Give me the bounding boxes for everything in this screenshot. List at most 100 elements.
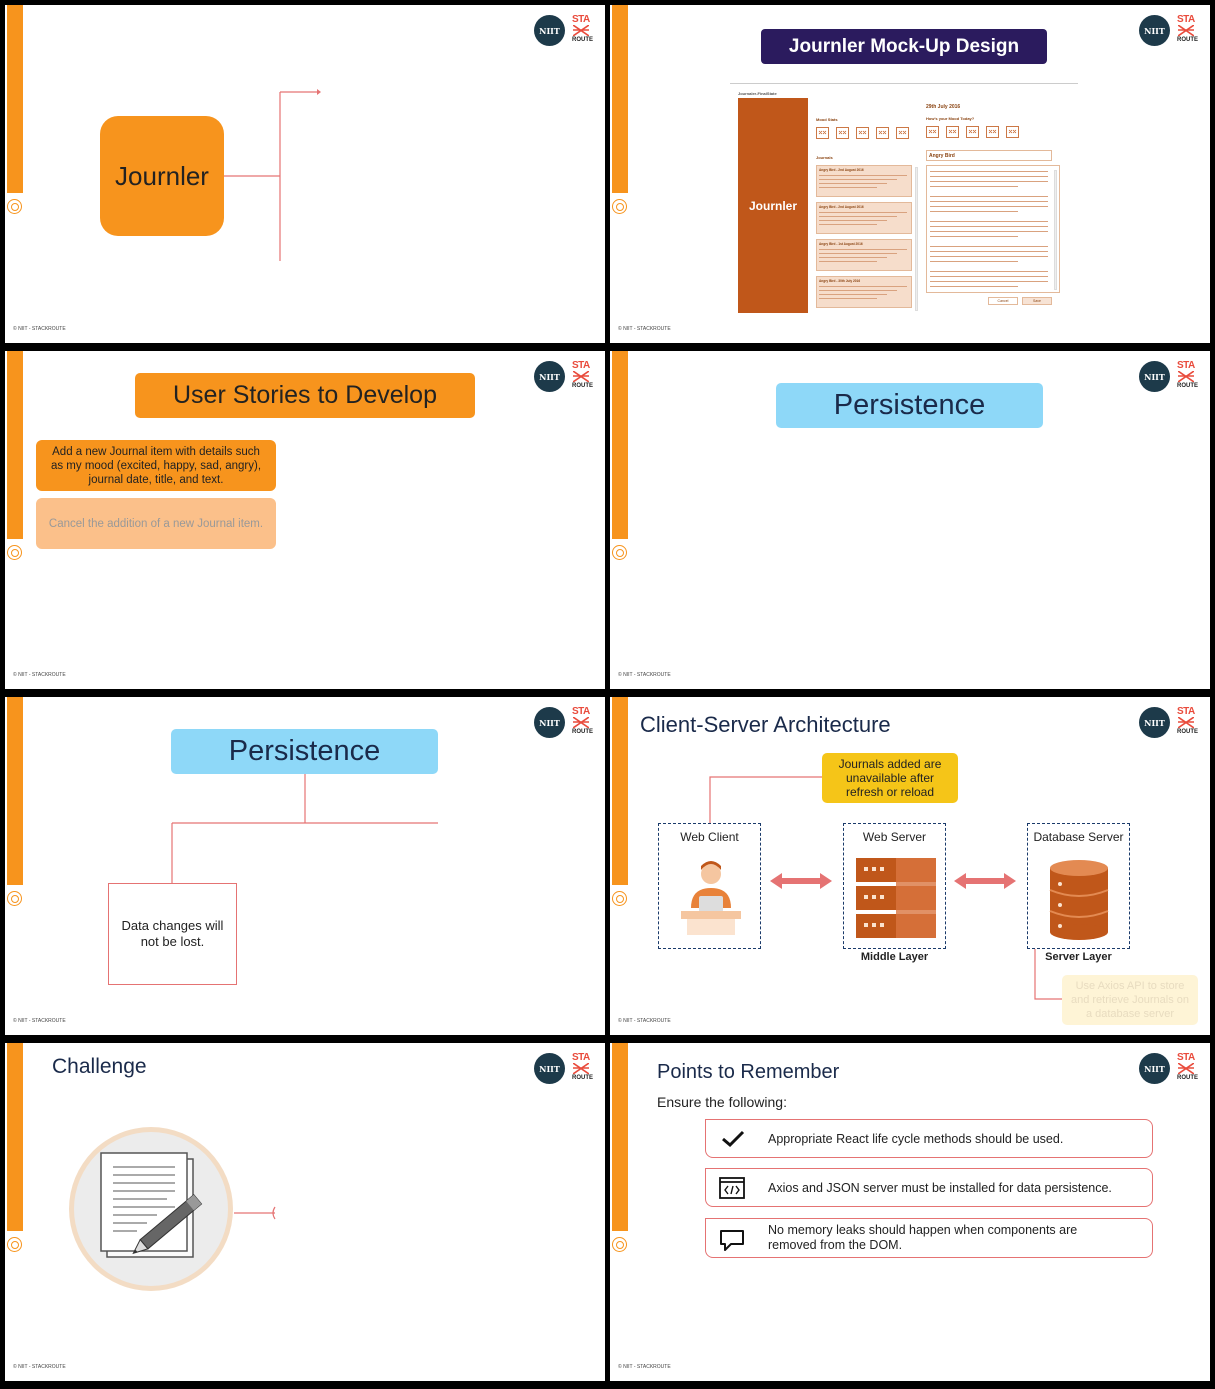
stackroute-logo: STA ROUTE (572, 360, 594, 394)
slide-challenge[interactable]: Challenge NIIT STA (5, 1043, 605, 1381)
logo: NIIT STA ROUTE (1139, 1052, 1201, 1086)
server-layer-label: Server Layer (1045, 951, 1112, 963)
slide-architecture[interactable]: Client-Server Architecture Journals adde… (610, 697, 1210, 1035)
connector-lines (224, 89, 321, 261)
logo: NIIT STA ROUTE (534, 14, 596, 48)
code-window-icon (719, 1177, 745, 1199)
connector-lines (171, 773, 438, 883)
text-line (930, 176, 1048, 177)
stackroute-logo: STA ROUTE (1177, 14, 1199, 48)
footer: © NIIT - STACKROUTE (13, 672, 66, 678)
text-line (930, 276, 1048, 277)
logo: NIIT STA ROUTE (1139, 360, 1201, 394)
divider (730, 83, 1078, 84)
journal-entry[interactable]: Angry Bird - 30th July 2016 (816, 276, 912, 308)
text-line (930, 226, 1048, 227)
ring-icon (7, 1237, 22, 1252)
save-button[interactable]: Save (1022, 297, 1052, 305)
connector-lines (709, 776, 1062, 1000)
slide-title: User Stories to Develop (135, 373, 475, 418)
text-line (819, 175, 907, 176)
slide-title: Persistence (776, 383, 1043, 428)
mood-icon[interactable] (966, 125, 979, 138)
accent-bar (7, 697, 23, 885)
mood-stats-icons (816, 126, 916, 140)
logo-route: ROUTE (1177, 729, 1198, 735)
text-line (930, 186, 1018, 187)
text-line (819, 298, 877, 299)
text-line (930, 221, 1048, 222)
text-line (930, 251, 1048, 252)
mood-icon[interactable] (986, 125, 999, 138)
journal-entry-title: Angry Bird - 2nd August 2016 (819, 168, 864, 172)
story-card-1[interactable]: Add a new Journal item with details such… (36, 440, 276, 491)
stackroute-logo: STA ROUTE (1177, 360, 1199, 394)
text-line (930, 206, 1048, 207)
slide-journler[interactable]: Journler NIIT STA ROUTE © NIIT - STACKRO… (5, 5, 605, 343)
document-pencil-icon (69, 1127, 233, 1291)
cancel-button[interactable]: Cancel (988, 297, 1018, 305)
niit-logo: NIIT (534, 707, 565, 738)
text-line (819, 286, 907, 287)
logo-route: ROUTE (572, 383, 593, 389)
logo-sta: STA (1177, 14, 1195, 25)
story-card-2[interactable]: Cancel the addition of a new Journal ite… (36, 498, 276, 549)
entry-title-field[interactable]: Angry Bird (926, 150, 1052, 161)
database-icon (1049, 860, 1109, 940)
mood-icon (856, 126, 869, 139)
logo: NIIT STA ROUTE (534, 360, 596, 394)
logo-sta: STA (1177, 706, 1195, 717)
logo: NIIT STA ROUTE (1139, 14, 1201, 48)
logo-sta: STA (1177, 360, 1195, 371)
text-line (819, 216, 897, 217)
stackroute-logo: STA ROUTE (572, 1052, 594, 1086)
mood-stats-label: Mood Stats (816, 117, 838, 122)
journal-entry[interactable]: Angry Bird - 1st August 2016 (816, 239, 912, 271)
slide-title: Challenge (52, 1055, 147, 1078)
mockup-header: Journaler-FinalState (738, 91, 777, 96)
niit-logo: NIIT (1139, 361, 1170, 392)
text-line (819, 224, 877, 225)
slide-user-stories[interactable]: User Stories to Develop Add a new Journa… (5, 351, 605, 689)
faded-note: Use Axios API to store and retrieve Jour… (1062, 975, 1198, 1025)
journal-entry-title: Angry Bird - 1st August 2016 (819, 242, 863, 246)
journal-entry[interactable]: Angry Bird - 2nd August 2016 (816, 165, 912, 197)
text-line (930, 181, 1048, 182)
slide-mockup[interactable]: Journler Mock-Up Design Journaler-FinalS… (610, 5, 1210, 343)
journals-label: Journals (816, 155, 833, 160)
mood-icon (836, 126, 849, 139)
logo-x-icon (573, 25, 589, 36)
text-line (819, 253, 897, 254)
web-server-label: Web Server (862, 830, 927, 844)
mood-picker[interactable] (926, 125, 1026, 139)
logo-route: ROUTE (572, 1075, 593, 1081)
scrollbar[interactable] (1054, 170, 1057, 290)
mood-icon (896, 126, 909, 139)
logo-sta: STA (572, 14, 590, 25)
niit-logo: NIIT (534, 1053, 565, 1084)
text-line (930, 286, 1018, 287)
web-client-box: Web Client (658, 823, 761, 949)
text-line (930, 171, 1048, 172)
text-line (819, 220, 887, 221)
entry-text-area[interactable] (926, 165, 1060, 293)
mood-icon[interactable] (946, 125, 959, 138)
footer: © NIIT - STACKROUTE (13, 1364, 66, 1370)
journal-entry-title: Angry Bird - 2nd August 2016 (819, 205, 864, 209)
mood-icon[interactable] (926, 125, 939, 138)
footer: © NIIT - STACKROUTE (618, 326, 671, 332)
journal-entry[interactable]: Angry Bird - 2nd August 2016 (816, 202, 912, 234)
text-line (930, 236, 1018, 237)
niit-logo: NIIT (534, 361, 565, 392)
logo-x-icon (573, 371, 589, 382)
scrollbar[interactable] (915, 167, 918, 311)
slide-points[interactable]: Points to Remember Ensure the following:… (610, 1043, 1210, 1381)
footer: © NIIT - STACKROUTE (13, 1018, 66, 1024)
web-client-label: Web Client (680, 830, 739, 844)
text-line (930, 246, 1048, 247)
slide-persistence-detail[interactable]: Persistence Data changes will not be los… (5, 697, 605, 1035)
mood-icon[interactable] (1006, 125, 1019, 138)
niit-logo: NIIT (1139, 707, 1170, 738)
slide-persistence[interactable]: Persistence NIIT STA ROUTE © NIIT - STAC… (610, 351, 1210, 689)
